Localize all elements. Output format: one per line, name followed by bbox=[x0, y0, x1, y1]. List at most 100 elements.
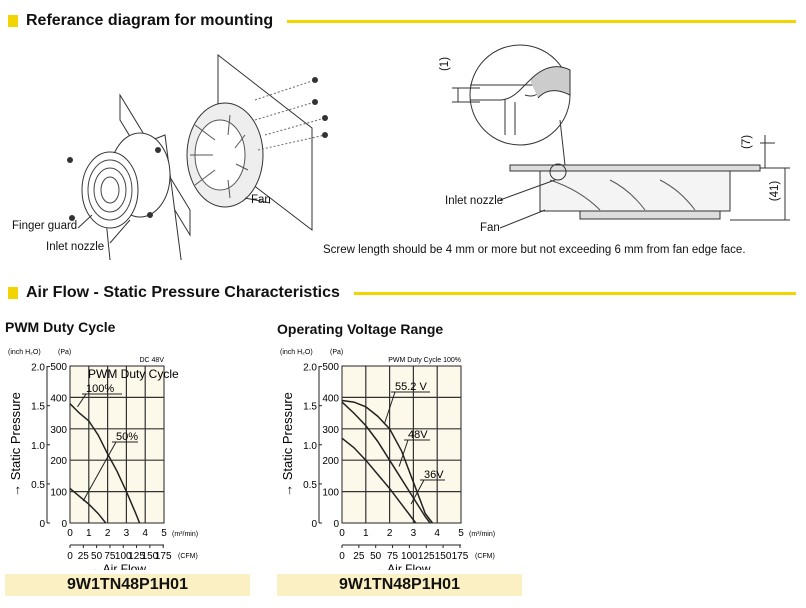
section-header-mounting: Referance diagram for mounting bbox=[0, 12, 806, 30]
motor-base bbox=[579, 210, 721, 220]
x-tick-label: 0 bbox=[339, 528, 345, 539]
label-finger-guard: Finger guard bbox=[12, 220, 78, 232]
y-unit-right: (Pa) bbox=[330, 349, 343, 356]
x-axis-label: → Air Flow bbox=[372, 562, 430, 570]
y2-tick-label: 1.5 bbox=[31, 402, 45, 413]
y-tick-label: 0 bbox=[61, 519, 67, 530]
series-line bbox=[341, 437, 417, 524]
x-tick-label: 3 bbox=[124, 528, 130, 539]
y2-tick-label: 1.0 bbox=[303, 441, 317, 452]
y2-tick-label: 2.0 bbox=[31, 363, 45, 374]
y-unit-left: (inch H₂O) bbox=[280, 349, 313, 356]
x-tick-label: 5 bbox=[458, 528, 464, 539]
finger-guard-rings bbox=[87, 159, 133, 221]
x2-unit: (CFM) bbox=[475, 553, 495, 560]
x-axis-label: → Air Flow bbox=[88, 562, 146, 570]
x2-tick-label: 0 bbox=[339, 551, 345, 562]
fan-blades-section bbox=[549, 179, 696, 211]
y-tick-label: 200 bbox=[322, 456, 339, 467]
x2-tick-label: 50 bbox=[91, 551, 103, 562]
x2-tick-label: 100 bbox=[115, 551, 132, 562]
y2-tick-label: 0 bbox=[311, 519, 317, 530]
mounting-diagram-exploded bbox=[67, 53, 328, 260]
x2-tick-label: 25 bbox=[353, 551, 365, 562]
x-tick-label: 4 bbox=[434, 528, 440, 539]
leader-line bbox=[77, 214, 93, 229]
nozzle-detail bbox=[529, 66, 571, 99]
x2-tick-label: 0 bbox=[67, 551, 73, 562]
divider bbox=[287, 19, 796, 23]
x2-tick-label: 150 bbox=[435, 551, 452, 562]
y-tick-label: 200 bbox=[50, 456, 67, 467]
section-title: Air Flow - Static Pressure Characteristi… bbox=[26, 284, 340, 301]
label-fan: Fan bbox=[251, 194, 271, 206]
y2-tick-label: 0.5 bbox=[303, 480, 317, 491]
leader-line bbox=[109, 219, 131, 244]
leader-line bbox=[244, 197, 271, 204]
section-header-airflow: Air Flow - Static Pressure Characteristi… bbox=[0, 284, 806, 302]
model-label-1: 9W1TN48P1H01 bbox=[5, 574, 250, 596]
leader-line bbox=[499, 179, 556, 201]
series-line bbox=[69, 487, 107, 524]
x-tick-label: 2 bbox=[105, 528, 111, 539]
chart-subtitle: DC 48V bbox=[139, 357, 164, 364]
y-tick-label: 300 bbox=[50, 425, 67, 436]
mounting-diagram-section bbox=[452, 44, 790, 229]
mounting-plate bbox=[509, 164, 761, 172]
series-line bbox=[341, 401, 431, 524]
x-unit: (m³/min) bbox=[469, 531, 495, 538]
chart-subtitle: PWM Duty Cycle 100% bbox=[388, 357, 461, 364]
series-label: 100% bbox=[86, 383, 114, 395]
y-tick-label: 100 bbox=[322, 488, 339, 499]
series-leader bbox=[384, 391, 396, 423]
x2-tick-label: 50 bbox=[370, 551, 382, 562]
y-unit-right: (Pa) bbox=[58, 349, 71, 356]
bullet-square bbox=[8, 15, 18, 27]
section-title: Referance diagram for mounting bbox=[26, 12, 274, 29]
y2-tick-label: 1.5 bbox=[303, 402, 317, 413]
series-label: 55.2 V bbox=[395, 381, 427, 393]
finger-guard bbox=[81, 151, 139, 229]
x2-unit: (CFM) bbox=[178, 553, 198, 560]
x-tick-label: 3 bbox=[411, 528, 417, 539]
series-line bbox=[341, 399, 434, 524]
legend-title: PWM Duty Cycle bbox=[88, 367, 179, 381]
x2-tick-label: 175 bbox=[452, 551, 469, 562]
y-axis-label: → Static Pressure bbox=[8, 392, 23, 497]
y2-tick-label: 2.0 bbox=[303, 363, 317, 374]
series-leader bbox=[77, 393, 87, 408]
chart1-title: PWM Duty Cycle bbox=[5, 319, 116, 335]
model-label-2: 9W1TN48P1H01 bbox=[277, 574, 522, 596]
y-tick-label: 300 bbox=[322, 425, 339, 436]
series-label: 36V bbox=[424, 469, 444, 481]
x2-tick-label: 100 bbox=[401, 551, 418, 562]
dim-1: (1) bbox=[439, 56, 452, 72]
dim-7: (7) bbox=[741, 134, 754, 150]
x-tick-label: 0 bbox=[67, 528, 73, 539]
x2-tick-label: 125 bbox=[418, 551, 435, 562]
series-leader bbox=[398, 439, 409, 467]
detail-leader bbox=[559, 119, 566, 166]
x2-tick-label: 75 bbox=[104, 551, 116, 562]
y2-tick-label: 0.5 bbox=[31, 480, 45, 491]
y-tick-label: 100 bbox=[50, 488, 67, 499]
screw-guides bbox=[254, 79, 326, 151]
label-fan-right: Fan bbox=[480, 222, 500, 234]
series-line bbox=[69, 403, 141, 524]
series-leader bbox=[410, 479, 425, 505]
fan-body bbox=[539, 170, 731, 212]
x-tick-label: 5 bbox=[161, 528, 167, 539]
leader-line bbox=[499, 209, 546, 229]
chart2-title: Operating Voltage Range bbox=[277, 321, 444, 337]
y-tick-label: 500 bbox=[50, 362, 67, 373]
y-unit-left: (inch H₂O) bbox=[8, 349, 41, 356]
x-tick-label: 1 bbox=[86, 528, 92, 539]
x2-tick-label: 75 bbox=[387, 551, 399, 562]
bullet-square bbox=[8, 287, 18, 299]
x2-tick-label: 125 bbox=[128, 551, 145, 562]
screws bbox=[67, 77, 328, 221]
series-leader bbox=[82, 441, 117, 502]
y-tick-label: 500 bbox=[322, 362, 339, 373]
